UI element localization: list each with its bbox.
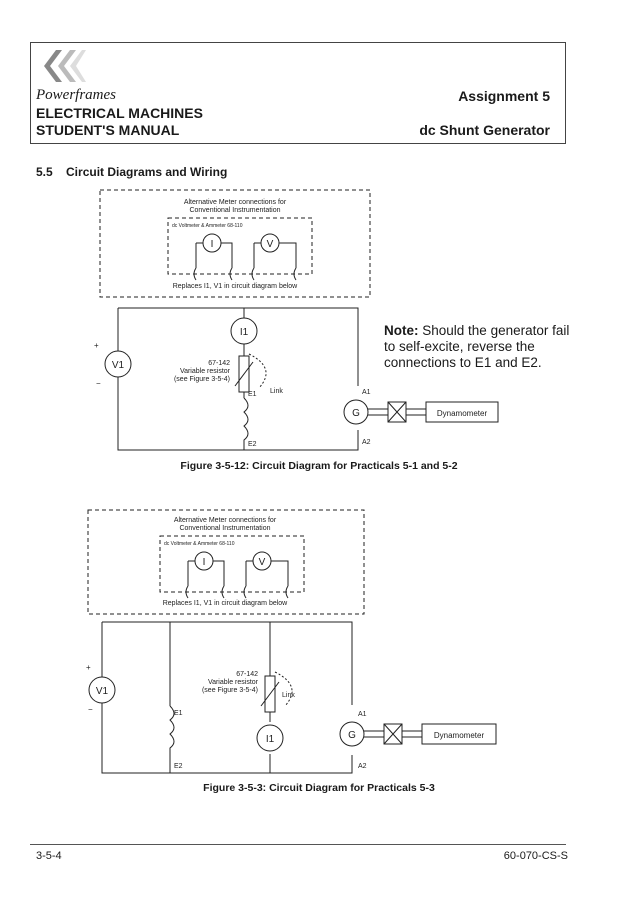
figure-caption-2: Figure 3-5-3: Circuit Diagram for Practi… bbox=[203, 782, 435, 794]
svg-text:A1: A1 bbox=[362, 389, 371, 396]
svg-text:I: I bbox=[211, 239, 214, 250]
svg-text:67-142: 67-142 bbox=[208, 360, 230, 367]
v1-label: V1 bbox=[112, 360, 125, 371]
svg-text:E1: E1 bbox=[174, 710, 183, 717]
svg-text:V1: V1 bbox=[96, 686, 109, 697]
svg-text:Dynamometer: Dynamometer bbox=[434, 731, 485, 740]
figure-caption-1: Figure 3-5-12: Circuit Diagram for Pract… bbox=[180, 460, 458, 472]
document-code: 60-070-CS-S bbox=[503, 850, 568, 862]
svg-text:E2: E2 bbox=[174, 763, 183, 770]
svg-text:E2: E2 bbox=[248, 441, 257, 448]
svg-text:(see Figure 3-5-4): (see Figure 3-5-4) bbox=[174, 376, 230, 383]
voltmeter-v1 bbox=[104, 350, 132, 378]
generator bbox=[343, 399, 369, 425]
svg-text:V: V bbox=[259, 557, 266, 568]
inset-box bbox=[99, 189, 371, 298]
manual-title-line1: ELECTRICAL MACHINES bbox=[36, 105, 203, 121]
svg-text:Alternative Meter connections: Alternative Meter connections for bbox=[174, 517, 277, 524]
svg-text:I: I bbox=[203, 557, 206, 568]
i1-label: I1 bbox=[240, 327, 249, 338]
svg-text:Dynamometer: Dynamometer bbox=[437, 409, 488, 418]
link-label: Link bbox=[270, 388, 283, 395]
ammeter-i1 bbox=[230, 317, 258, 345]
svg-text:(see Figure 3-5-4): (see Figure 3-5-4) bbox=[202, 687, 258, 694]
assignment-label: Assignment 5 bbox=[458, 88, 550, 104]
dynamometer bbox=[425, 401, 499, 423]
svg-text:dc Voltmeter & Ammeter 68-110: dc Voltmeter & Ammeter 68-110 bbox=[164, 541, 235, 547]
svg-text:I1: I1 bbox=[266, 734, 275, 745]
svg-text:Link: Link bbox=[282, 692, 295, 699]
circuit-diagram-2: Alternative Meter connections for Conven… bbox=[86, 509, 497, 774]
svg-text:Conventional Instrumentation: Conventional Instrumentation bbox=[179, 525, 270, 532]
brand-name: Powerframes bbox=[36, 87, 116, 103]
manual-title-line2: STUDENT'S MANUAL bbox=[36, 122, 180, 138]
inset-title2: Conventional Instrumentation bbox=[189, 207, 280, 214]
meter-box bbox=[167, 217, 313, 275]
svg-text:Variable resistor: Variable resistor bbox=[208, 679, 259, 686]
note: Note: Should the generator fail to self-… bbox=[384, 323, 570, 370]
svg-text:G: G bbox=[348, 730, 356, 741]
svg-text:Variable resistor: Variable resistor bbox=[180, 368, 231, 375]
footer-rule bbox=[30, 844, 566, 845]
svg-text:67-142: 67-142 bbox=[236, 671, 258, 678]
svg-text:A2: A2 bbox=[358, 763, 367, 770]
powerframes-logo bbox=[44, 50, 86, 82]
svg-text:+: + bbox=[86, 663, 91, 672]
svg-text:E1: E1 bbox=[248, 391, 257, 398]
inset-title1: Alternative Meter connections for bbox=[184, 199, 287, 206]
svg-text:−: − bbox=[88, 705, 93, 714]
field-winding bbox=[243, 397, 249, 450]
svg-text:A1: A1 bbox=[358, 711, 367, 718]
svg-text:G: G bbox=[352, 408, 360, 419]
page-number: 3-5-4 bbox=[36, 850, 62, 862]
svg-text:+: + bbox=[94, 341, 99, 350]
svg-text:−: − bbox=[96, 379, 101, 388]
svg-text:V: V bbox=[267, 239, 274, 250]
topic-label: dc Shunt Generator bbox=[419, 122, 550, 138]
coupling bbox=[387, 401, 407, 423]
svg-text:A2: A2 bbox=[362, 439, 371, 446]
section-title: 5.5 Circuit Diagrams and Wiring bbox=[36, 165, 228, 179]
circuit-diagram-1: Alternative Meter connections for Conven… bbox=[94, 189, 499, 451]
inset-replaces: Replaces I1, V1 in circuit diagram below bbox=[173, 283, 298, 290]
svg-text:Replaces I1, V1 in circuit dia: Replaces I1, V1 in circuit diagram below bbox=[163, 600, 288, 607]
meter-label: dc Voltmeter & Ammeter 68-110 bbox=[172, 223, 243, 229]
header-box bbox=[30, 42, 566, 144]
